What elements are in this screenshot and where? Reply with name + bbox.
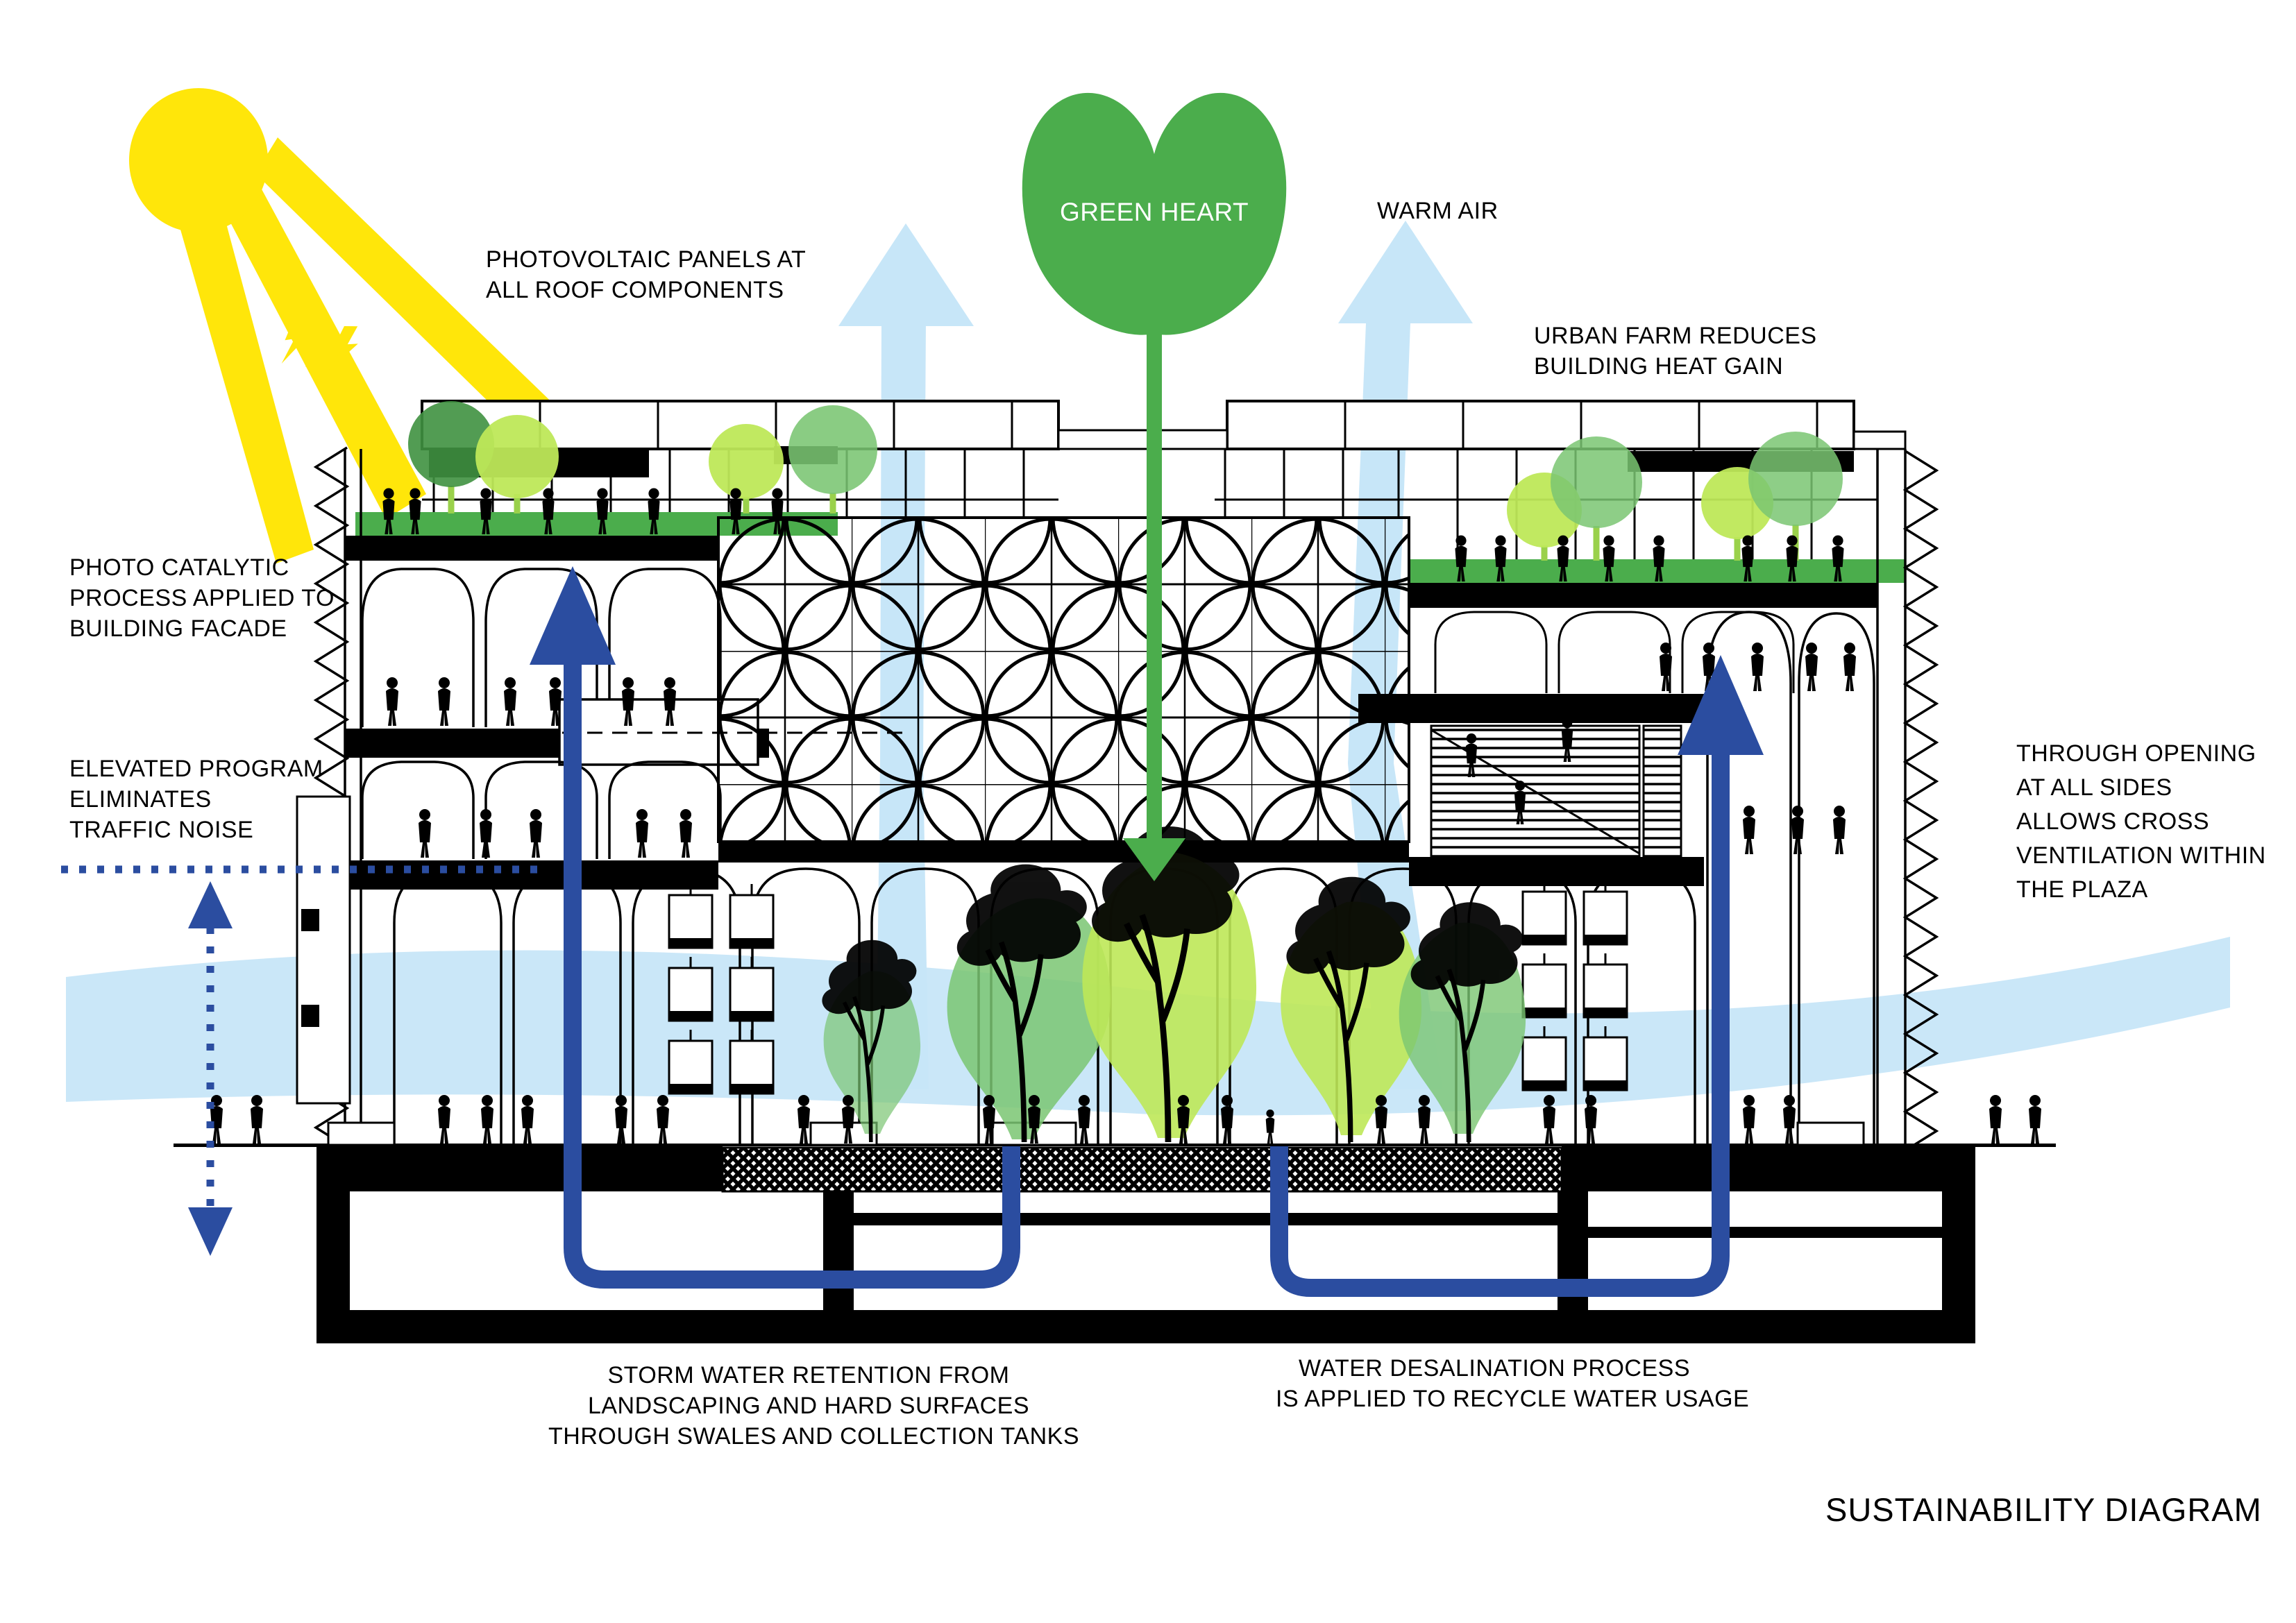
annex-left (296, 795, 351, 1105)
label-line: PHOTOVOLTAIC PANELS AT (486, 246, 807, 273)
photovoltaic-label: PHOTOVOLTAIC PANELS AT ALL ROOF COMPONEN… (486, 244, 806, 305)
label-line: PROCESS APPLIED TO (69, 585, 335, 611)
label-line: LANDSCAPING AND HARD SURFACES (587, 1393, 1030, 1419)
label-line: BUILDING HEAT GAIN (1534, 353, 1784, 380)
roof-trees (408, 401, 1843, 561)
plaza-pavement (721, 1146, 1563, 1193)
label-line: THROUGH SWALES AND COLLECTION TANKS (548, 1423, 1080, 1450)
left-wing (345, 568, 904, 890)
label-line: ALLOWS CROSS (2016, 808, 2210, 835)
storm-water-label: STORM WATER RETENTION FROM LANDSCAPING A… (548, 1360, 1080, 1452)
label-line: VENTILATION WITHIN (2016, 842, 2266, 869)
sun-ray (179, 208, 314, 563)
recycle-water-pipe-right (1270, 749, 1730, 1297)
diagram-title: SUSTAINABILITY DIAGRAM (1825, 1491, 2262, 1528)
water-riser-arrows (530, 566, 1764, 755)
noise-annotation (61, 865, 543, 1256)
green-heart-label: GREEN HEART (1059, 198, 1249, 226)
label-line: AT ALL SIDES (2016, 774, 2172, 801)
elevated-program-label: ELEVATED PROGRAM ELIMINATES TRAFFIC NOIS… (69, 754, 323, 845)
urban-farm-label: URBAN FARM REDUCES BUILDING HEAT GAIN (1534, 321, 1817, 382)
label-line: URBAN FARM REDUCES (1534, 323, 1817, 349)
green-heart-stem (1147, 332, 1162, 841)
label-line: THROUGH OPENING (2016, 740, 2256, 767)
green-heart-icon (1022, 92, 1287, 881)
label-line: STORM WATER RETENTION FROM (607, 1362, 1010, 1388)
label-line: ELIMINATES (69, 786, 212, 813)
facade-lattice (717, 516, 1410, 863)
photo-catalytic-label: PHOTO CATALYTIC PROCESS APPLIED TO BUILD… (69, 552, 335, 644)
label-line: BUILDING FACADE (69, 615, 287, 642)
arrow-up-icon (188, 881, 233, 928)
roof-link-parapet (1057, 429, 1229, 450)
label-line: WATER DESALINATION PROCESS (1298, 1355, 1690, 1382)
desalination-label: WATER DESALINATION PROCESS IS APPLIED TO… (1276, 1353, 1750, 1414)
green-heart-arrowhead (1123, 838, 1185, 881)
storm-water-pipe-left (564, 661, 1020, 1289)
through-opening-label: THROUGH OPENING AT ALL SIDES ALLOWS CROS… (2016, 737, 2266, 907)
ground-and-foundation (174, 1144, 2056, 1343)
water-pipes (564, 661, 1730, 1297)
label-line: IS APPLIED TO RECYCLE WATER USAGE (1276, 1386, 1750, 1412)
stairs (1430, 724, 1682, 858)
label-line: TRAFFIC NOISE (69, 817, 254, 843)
label-line: ELEVATED PROGRAM (69, 756, 323, 782)
label-line: THE PLAZA (2016, 876, 2148, 903)
zigzag-facade-right (1876, 449, 1939, 1152)
label-line: ALL ROOF COMPONENTS (486, 277, 784, 303)
sun-ray (255, 137, 565, 443)
label-line: PHOTO CATALYTIC (69, 554, 289, 581)
water-riser-arrow-left (530, 566, 616, 665)
building-section (174, 400, 2056, 1343)
arrow-down-icon (188, 1207, 233, 1256)
warm-air-label: WARM AIR (1377, 198, 1499, 224)
water-riser-arrow-right (1678, 655, 1764, 755)
